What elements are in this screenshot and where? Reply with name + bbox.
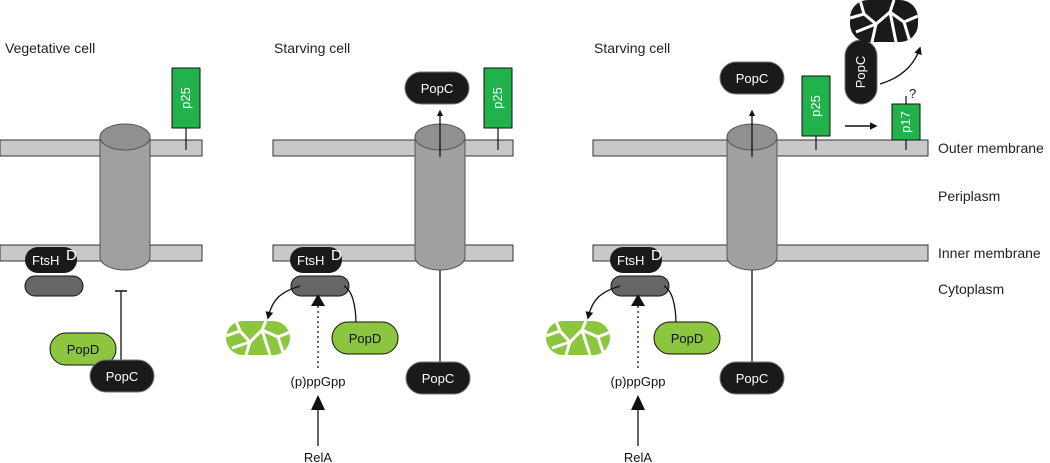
ppgpp-label: (p)ppGpp — [611, 374, 666, 389]
p25-protein — [801, 75, 831, 137]
popc-label: PopC — [736, 371, 769, 386]
ftsh-subunit — [290, 275, 350, 297]
panel-title: Vegetative cell — [5, 40, 95, 56]
ftsh-label: FtsH — [32, 253, 59, 268]
rela-label: RelA — [304, 450, 333, 463]
panel-vegetative: Vegetative cell p25 FtsH D PopD PopC — [0, 40, 203, 393]
compartment-labels: Outer membrane Periplasm Inner membrane … — [938, 140, 1044, 297]
popc-protein — [405, 361, 471, 395]
popd-protein — [49, 332, 117, 366]
panel-title: Starving cell — [594, 40, 670, 56]
p25-protein — [483, 67, 513, 129]
ftsh-protein — [25, 247, 77, 273]
ppgpp-label: (p)ppGpp — [291, 374, 346, 389]
ftsh-protein — [610, 247, 662, 273]
panel-starving-2: Starving cell PopC p25 p17 PopC ? — [546, 0, 929, 463]
popc-label: PopC — [736, 71, 769, 86]
cytoplasm-label: Cytoplasm — [938, 281, 1004, 297]
degraded-popc — [850, 0, 918, 42]
channel-cylinder — [726, 123, 778, 271]
ftsh-sup: D — [331, 247, 342, 264]
degraded-popd — [226, 321, 290, 355]
outer-membrane — [272, 139, 514, 157]
p17-label: p17 — [898, 111, 913, 133]
popc-protein — [719, 361, 785, 395]
degradation-arrow — [585, 285, 621, 320]
p25-protein — [171, 67, 201, 129]
degraded-popd — [546, 321, 610, 355]
p25-label: p25 — [178, 87, 193, 109]
question-mark: ? — [909, 86, 916, 101]
degradation-arrow — [879, 46, 922, 85]
popc-protein — [404, 71, 470, 105]
p17-protein — [891, 103, 921, 141]
ftsh-sup: D — [651, 247, 662, 264]
ftsh-subunit — [24, 275, 84, 297]
popc-label: PopC — [422, 371, 455, 386]
outer-membrane-label: Outer membrane — [938, 140, 1044, 156]
popc-protein — [89, 359, 155, 393]
popc-protein — [719, 61, 785, 95]
panel-title: Starving cell — [274, 40, 350, 56]
inner-membrane-label: Inner membrane — [938, 245, 1041, 261]
popc-label: PopC — [106, 369, 139, 384]
periplasm-label: Periplasm — [938, 188, 1000, 204]
ftsh-subunit — [610, 275, 670, 297]
p25-label: p25 — [808, 95, 823, 117]
popd-label: PopD — [349, 331, 382, 346]
popc-label: PopC — [853, 56, 868, 89]
ftsh-label: FtsH — [297, 253, 324, 268]
panel-starving-1: Starving cell PopC p25 FtsH D — [226, 40, 514, 463]
p25-label: p25 — [490, 87, 505, 109]
ftsh-label: FtsH — [617, 253, 644, 268]
rela-label: RelA — [624, 450, 653, 463]
popd-protein — [653, 321, 721, 355]
popd-label: PopD — [671, 331, 704, 346]
degradation-arrow — [265, 285, 301, 320]
ftsh-protein — [290, 247, 342, 273]
popd-label: PopD — [67, 342, 100, 357]
popc-label: PopC — [421, 81, 454, 96]
ftsh-sup: D — [66, 247, 77, 264]
popd-protein — [331, 321, 399, 355]
channel-cylinder — [99, 123, 151, 271]
